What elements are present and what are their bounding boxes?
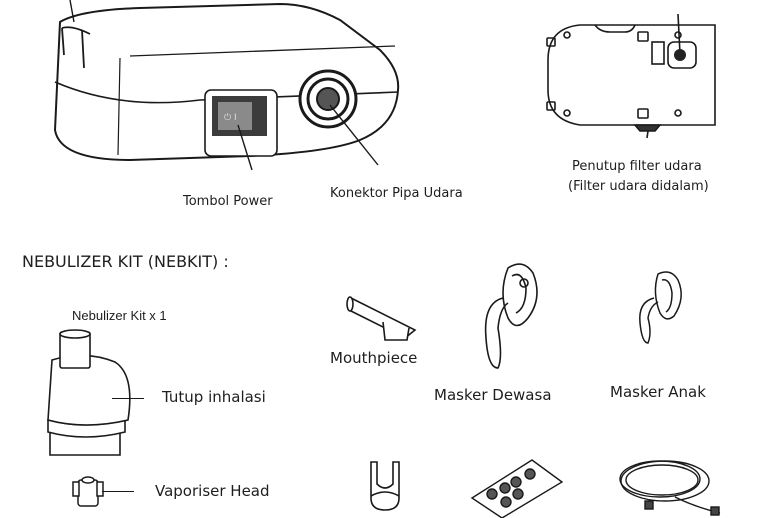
compressor-bottom-view-illustration (546, 13, 716, 139)
filter-cover-label-line1: Penutup filter udara (572, 159, 702, 174)
kit-item-label: Tutup inhalasi (162, 388, 266, 406)
section-title: NEBULIZER KIT (NEBKIT) : (22, 252, 229, 271)
power-switch-icon: ⏻ I (204, 89, 278, 157)
air-connector-label: Konektor Pipa Udara (330, 186, 463, 201)
vaporiser-head-leader (102, 491, 134, 492)
power-button-label: Tombol Power (183, 194, 273, 209)
accessory-label: Mouthpiece (330, 349, 418, 367)
inhalation-cap-icon (47, 329, 131, 456)
kit-item-label: Vaporiser Head (155, 482, 270, 500)
filter-cover-label-line2: (Filter udara didalam) (568, 179, 709, 194)
svg-text:⏻ I: ⏻ I (224, 112, 237, 123)
accessory-label: Masker Dewasa (434, 386, 552, 404)
holder-clip-icon (370, 461, 400, 511)
spare-filters-packet-icon (470, 459, 564, 518)
air-tube-icon (619, 460, 721, 516)
mouthpiece-icon (346, 296, 417, 341)
inhalation-cap-leader (112, 398, 144, 399)
kit-header: Nebulizer Kit x 1 (72, 308, 167, 323)
child-mask-icon (639, 271, 682, 344)
accessory-label: Masker Anak (610, 383, 706, 401)
compressor-unit-illustration: ⏻ I (53, 0, 400, 171)
adult-mask-icon (484, 263, 538, 369)
vaporiser-head-icon (72, 476, 104, 507)
air-connector-icon (298, 69, 358, 129)
